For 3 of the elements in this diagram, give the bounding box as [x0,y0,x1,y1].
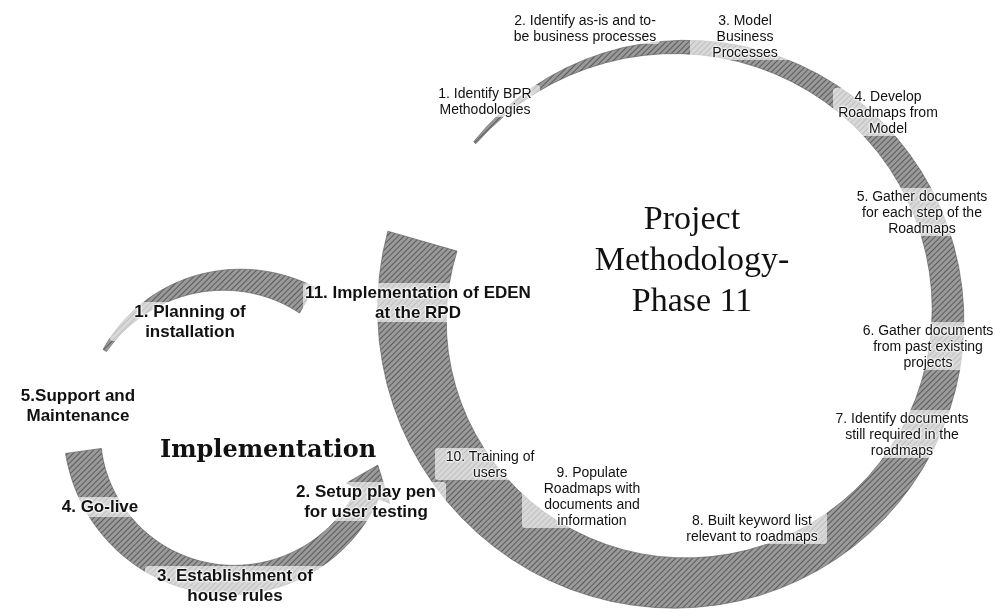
step-label: 4. Go-live [61,497,139,517]
cycle-label: Implementation [159,435,377,463]
phase-label: 11. Implementation of EDEN at the RPD [303,283,533,323]
